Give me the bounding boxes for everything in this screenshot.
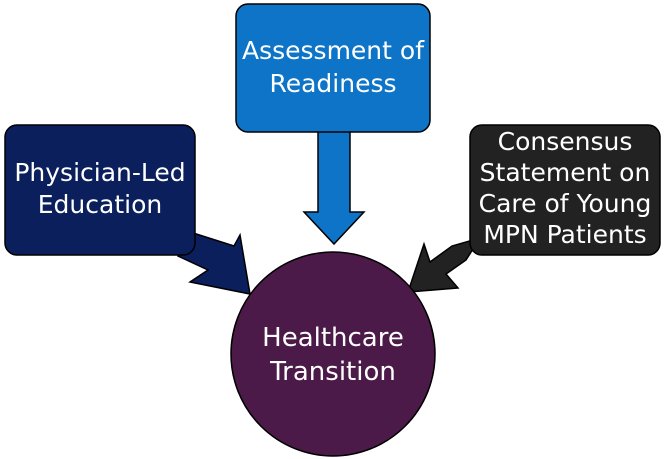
node-label-line-2: Transition — [269, 357, 396, 387]
node-box — [235, 3, 431, 133]
node-box — [4, 124, 196, 256]
node-healthcare-transition: Healthcare Transition — [230, 251, 436, 457]
node-box — [469, 124, 661, 256]
node-circle — [230, 251, 436, 457]
node-label-line-1: Consensus — [498, 127, 633, 156]
arrow-left-to-center — [176, 231, 251, 295]
arrow-right-to-center — [406, 236, 482, 293]
node-physician-led-education: Physician-Led Education — [4, 124, 196, 256]
node-consensus-statement: Consensus Statement on Care of Young MPN… — [469, 124, 661, 256]
arrow-top-to-center — [302, 127, 366, 246]
node-label-line-2: Readiness — [269, 69, 396, 98]
node-label-line-4: MPN Patients — [483, 220, 646, 249]
node-label-line-1: Assessment of — [242, 36, 425, 65]
node-label-line-3: Care of Young — [479, 189, 652, 218]
node-label-line-2: Statement on — [480, 158, 651, 187]
node-label-line-2: Education — [38, 190, 162, 219]
node-label-line-1: Physician-Led — [14, 158, 185, 187]
node-label-line-1: Healthcare — [262, 323, 404, 353]
node-assessment-of-readiness: Assessment of Readiness — [235, 3, 431, 133]
